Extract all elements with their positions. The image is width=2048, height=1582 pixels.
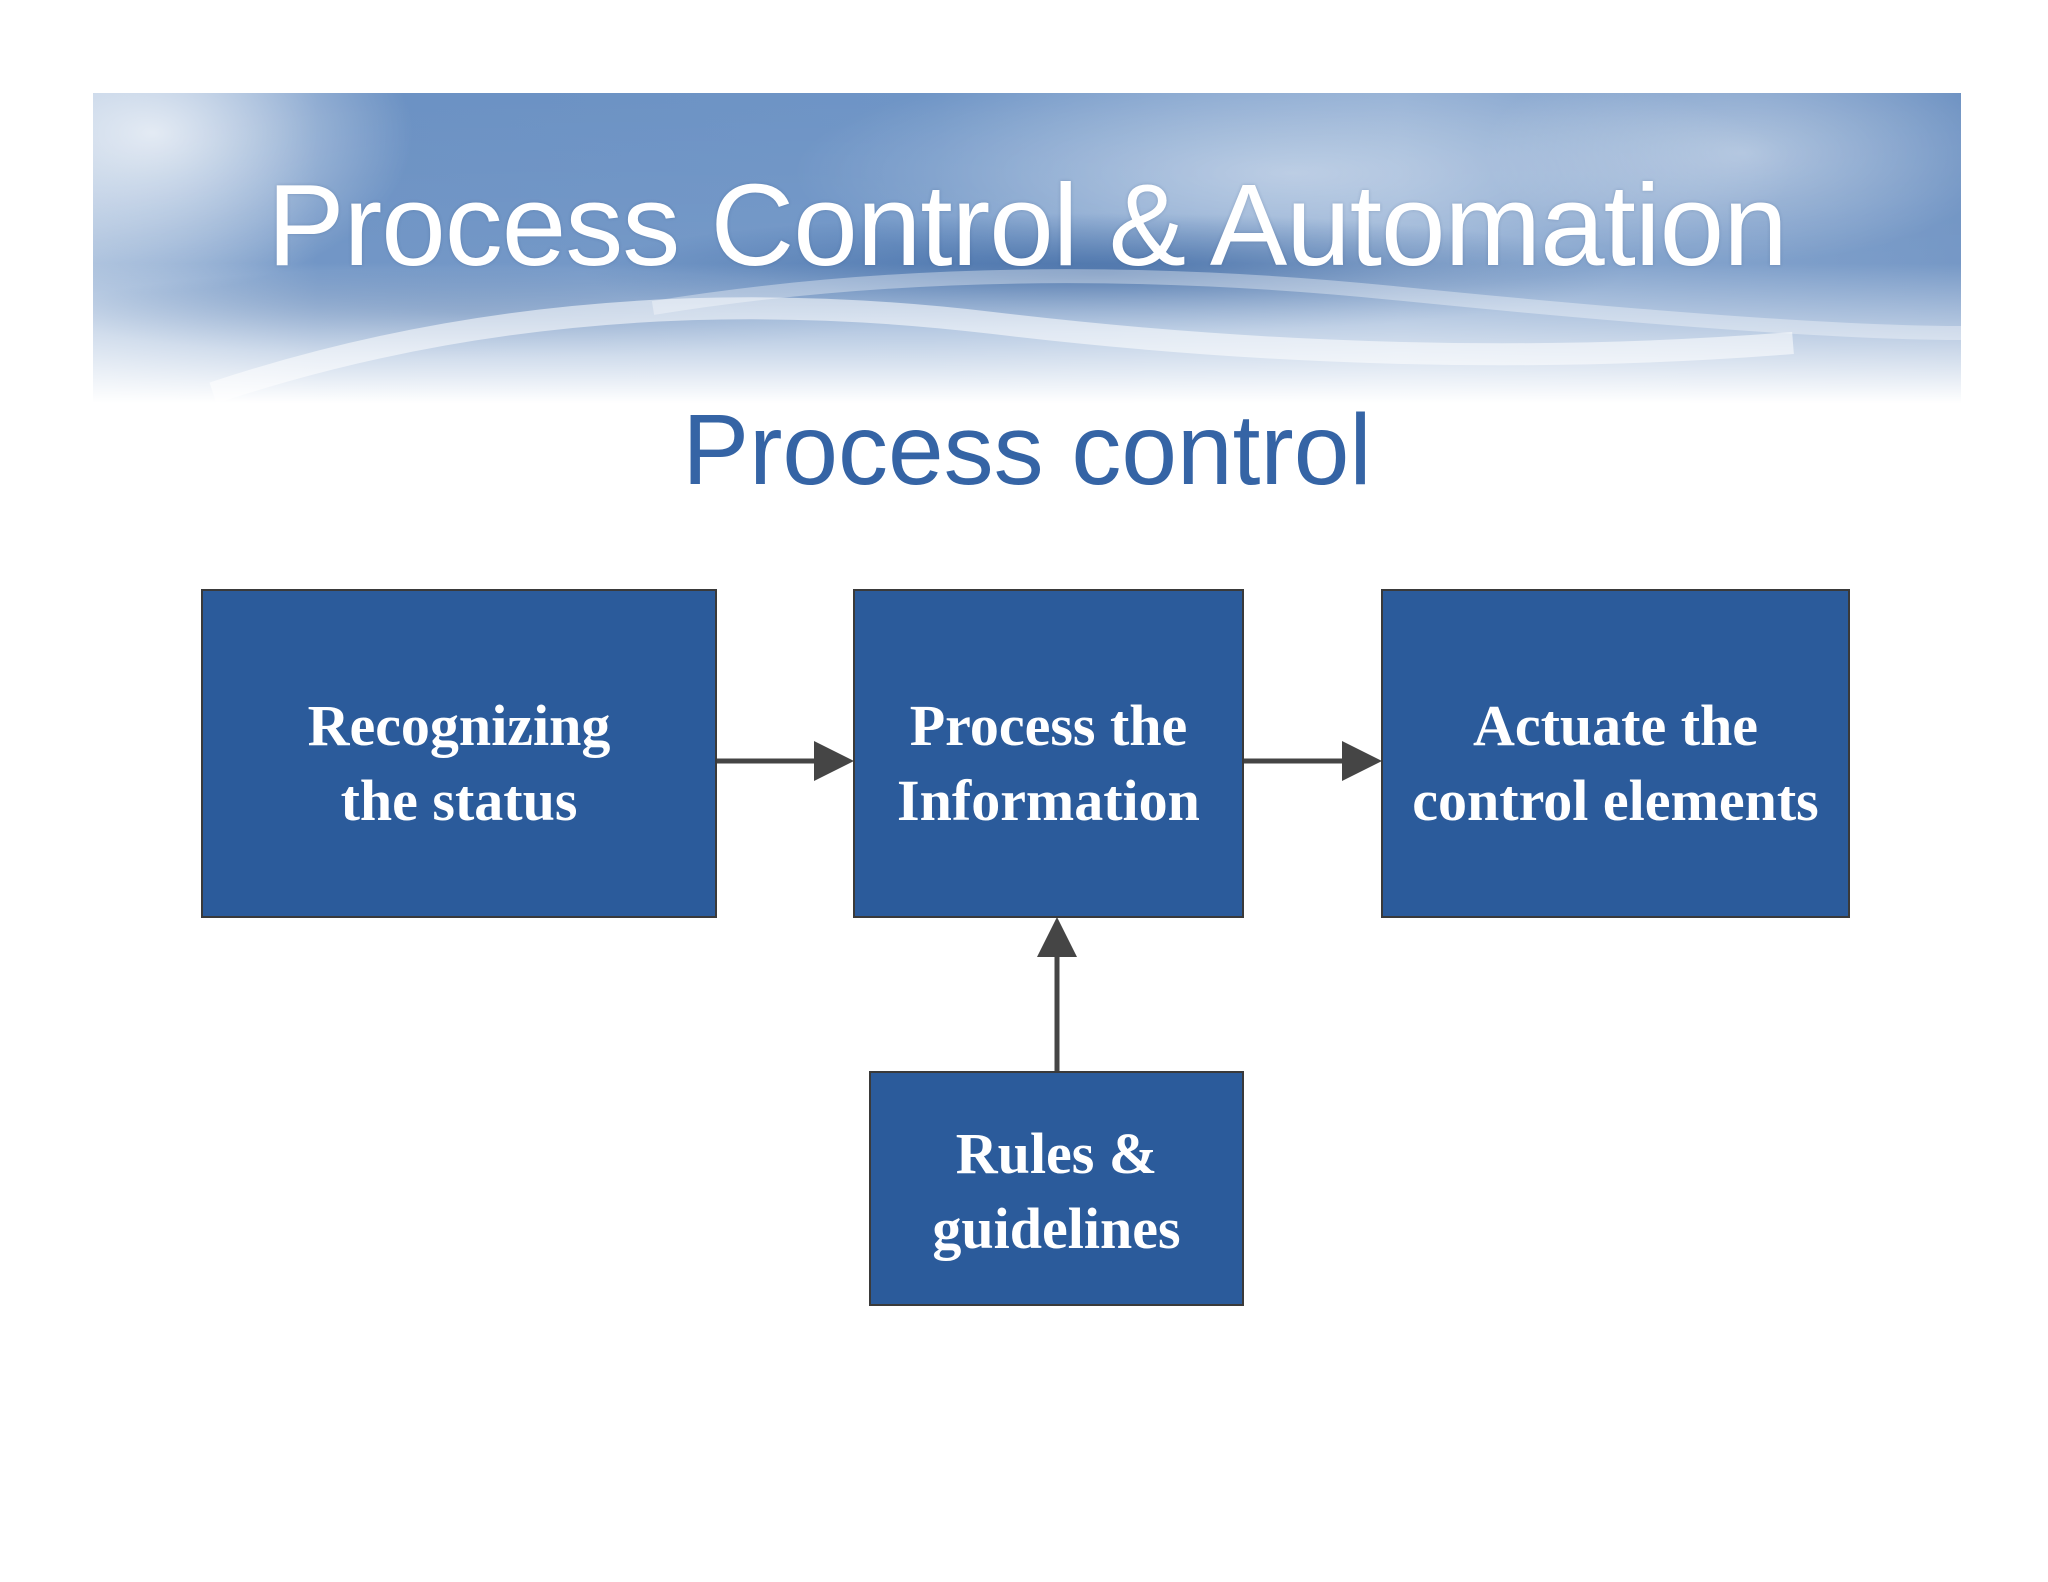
banner-background <box>93 93 1961 403</box>
node-recognizing-the-status: Recognizing the status <box>201 589 717 918</box>
header-banner <box>93 93 1961 403</box>
node-label-line: Actuate the <box>1472 693 1759 758</box>
node-label-line: Recognizing <box>307 693 611 758</box>
node-label-line: guidelines <box>932 1196 1181 1261</box>
node-label-line: Process the <box>909 693 1188 758</box>
node-label-line: Information <box>897 768 1200 833</box>
node-rules-and-guidelines: Rules & guidelines <box>869 1071 1244 1306</box>
node-label-line: the status <box>340 768 578 833</box>
node-process-the-information: Process the Information <box>853 589 1244 918</box>
slide-title: Process Control & Automation <box>267 160 1787 290</box>
slide-subtitle: Process control <box>682 394 1372 506</box>
node-label-line: control elements <box>1412 768 1819 833</box>
node-label-line: Rules & <box>955 1121 1158 1186</box>
node-actuate-the-control-elements: Actuate the control elements <box>1381 589 1850 918</box>
